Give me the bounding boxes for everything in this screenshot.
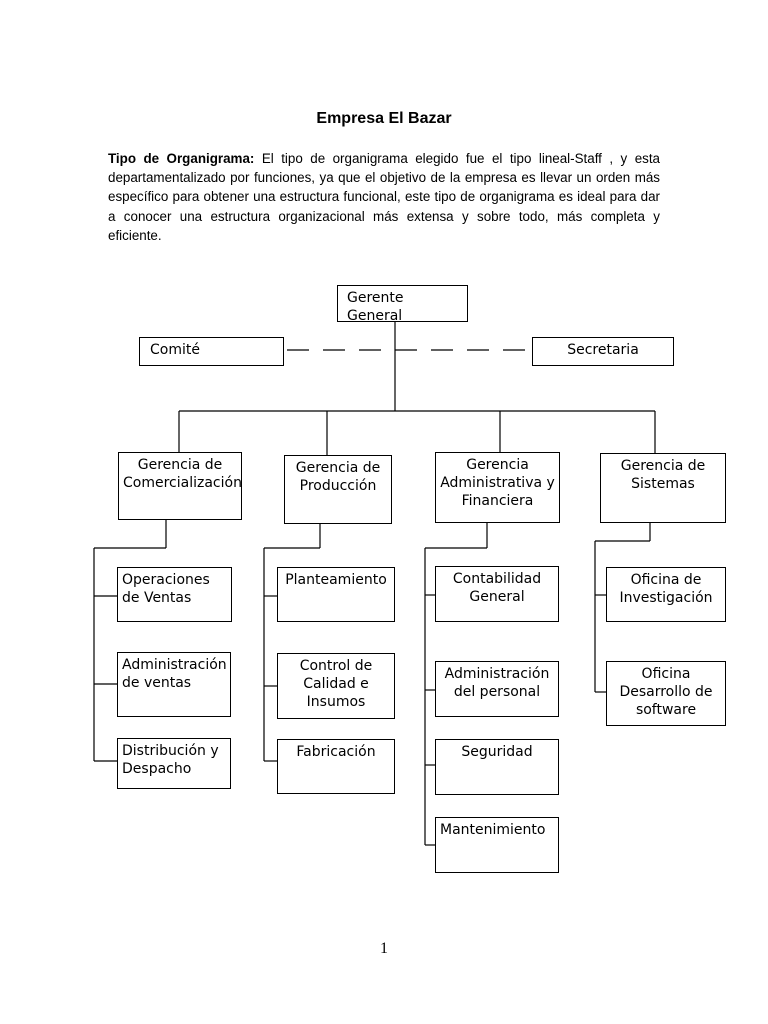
unit-distribution-box: Distribución y Despacho bbox=[117, 738, 231, 789]
unit-quality-control-box: Control de Calidad e Insumos bbox=[277, 653, 395, 719]
unit-fabrication-box: Fabricación bbox=[277, 739, 395, 794]
unit-accounting-box: Contabilidad General bbox=[435, 566, 559, 622]
unit-security-box: Seguridad bbox=[435, 739, 559, 795]
department-systems-box: Gerencia de Sistemas bbox=[600, 453, 726, 523]
unit-maintenance-box: Mantenimiento bbox=[435, 817, 559, 873]
department-production-box: Gerencia de Producción bbox=[284, 455, 392, 524]
unit-sales-operations-box: Operaciones de Ventas bbox=[117, 567, 232, 622]
intro-paragraph: Tipo de Organigrama: El tipo de organigr… bbox=[108, 149, 660, 245]
intro-text: El tipo de organigrama elegido fue el ti… bbox=[108, 151, 661, 243]
department-commercial-box: Gerencia de Comercialización bbox=[118, 452, 242, 520]
page-number: 1 bbox=[380, 940, 388, 957]
unit-planning-box: Planteamiento bbox=[277, 567, 395, 622]
general-manager-box: Gerente General bbox=[337, 285, 468, 322]
unit-personnel-administration-box: Administración del personal bbox=[435, 661, 559, 717]
committee-box: Comité bbox=[139, 337, 284, 366]
department-admin-finance-box: Gerencia Administrativa y Financiera bbox=[435, 452, 560, 523]
unit-sales-administration-box: Administración de ventas bbox=[117, 652, 231, 717]
unit-software-development-box: Oficina Desarrollo de software bbox=[606, 661, 726, 726]
document-title: Empresa El Bazar bbox=[316, 110, 452, 127]
secretary-box: Secretaria bbox=[532, 337, 674, 366]
unit-research-office-box: Oficina de Investigación bbox=[606, 567, 726, 622]
intro-label: Tipo de Organigrama: bbox=[108, 151, 255, 166]
